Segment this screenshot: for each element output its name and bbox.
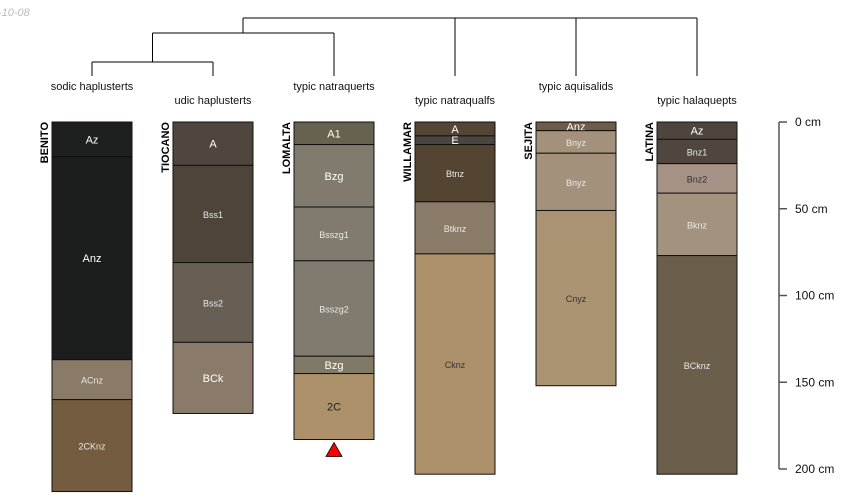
horizon-label: Cnyz	[566, 294, 587, 304]
bottom-marker-triangle-icon	[325, 441, 343, 457]
profile-name-label: LATINA	[644, 122, 656, 162]
horizon-rect	[172, 164, 254, 264]
horizon-rect	[293, 206, 375, 262]
depth-axis-label: 100 cm	[795, 289, 834, 303]
horizon-label: Bss1	[203, 210, 223, 220]
depth-axis-label: 50 cm	[795, 202, 828, 216]
horizon-rect	[172, 262, 254, 343]
horizon-rect	[414, 253, 496, 475]
horizon-rect	[535, 209, 617, 387]
depth-axis-label: 200 cm	[795, 462, 834, 476]
horizon-label: BCk	[203, 373, 224, 385]
horizon-label: Bzg	[325, 171, 344, 183]
horizon-rect	[293, 373, 375, 441]
taxon-label: typic natraquerts	[293, 81, 375, 93]
horizon-label: Az	[691, 126, 704, 138]
horizon-label: BCknz	[684, 361, 711, 371]
horizon-rect	[172, 121, 254, 166]
horizon-label: Bsszg1	[319, 230, 349, 240]
horizon-label: E	[451, 135, 458, 147]
horizon-rect	[293, 144, 375, 208]
horizon-label: Az	[86, 134, 99, 146]
horizon-rect	[51, 156, 133, 361]
horizon-label: A1	[327, 128, 340, 140]
horizon-label: Cknz	[445, 360, 466, 370]
horizon-label: A	[451, 124, 459, 136]
horizon-label: Btknz	[444, 224, 467, 234]
horizon-label: Bzg	[325, 360, 344, 372]
horizon-rect	[51, 359, 133, 401]
profile-name-label: WILLAMAR	[402, 122, 414, 182]
profile-name-label: BENITO	[39, 122, 51, 164]
horizon-rect	[51, 121, 133, 158]
horizon-label: Btnz	[446, 169, 465, 179]
horizon-rect	[656, 255, 738, 475]
horizon-rect	[51, 399, 133, 493]
profile-name-label: SEJITA	[523, 122, 535, 160]
horizon-label: Bnyz	[566, 138, 587, 148]
horizon-label: Bknz	[687, 220, 708, 230]
taxon-label: typic natraqualfs	[415, 95, 496, 107]
depth-axis-label: 150 cm	[795, 375, 834, 389]
horizon-label: Bss2	[203, 298, 223, 308]
horizon-label: A	[209, 139, 217, 151]
horizon-label: Bsszg2	[319, 305, 349, 315]
profile-name-label: TIOCANO	[160, 122, 172, 173]
taxon-label: typic halaquepts	[657, 95, 737, 107]
horizon-label: ACnz	[81, 376, 104, 386]
taxon-label: udic haplusterts	[174, 95, 252, 107]
depth-axis-label: 0 cm	[795, 115, 821, 129]
horizon-label: Bnz1	[687, 147, 708, 157]
horizon-rect	[414, 144, 496, 203]
horizon-label: 2CKnz	[78, 442, 106, 452]
horizon-label: Bnyz	[566, 178, 587, 188]
corner-date-text: -10-08	[0, 7, 30, 19]
horizon-rect	[535, 152, 617, 211]
profile-name-label: LOMALTA	[281, 122, 293, 174]
taxon-label: typic aquisalids	[539, 81, 614, 93]
horizon-rect	[293, 260, 375, 357]
horizon-label: 2C	[327, 402, 341, 414]
horizon-label: Anz	[83, 253, 102, 265]
horizon-rect	[172, 341, 254, 414]
horizon-label: Bnz2	[687, 174, 708, 184]
taxon-label: sodic haplusterts	[51, 81, 134, 93]
